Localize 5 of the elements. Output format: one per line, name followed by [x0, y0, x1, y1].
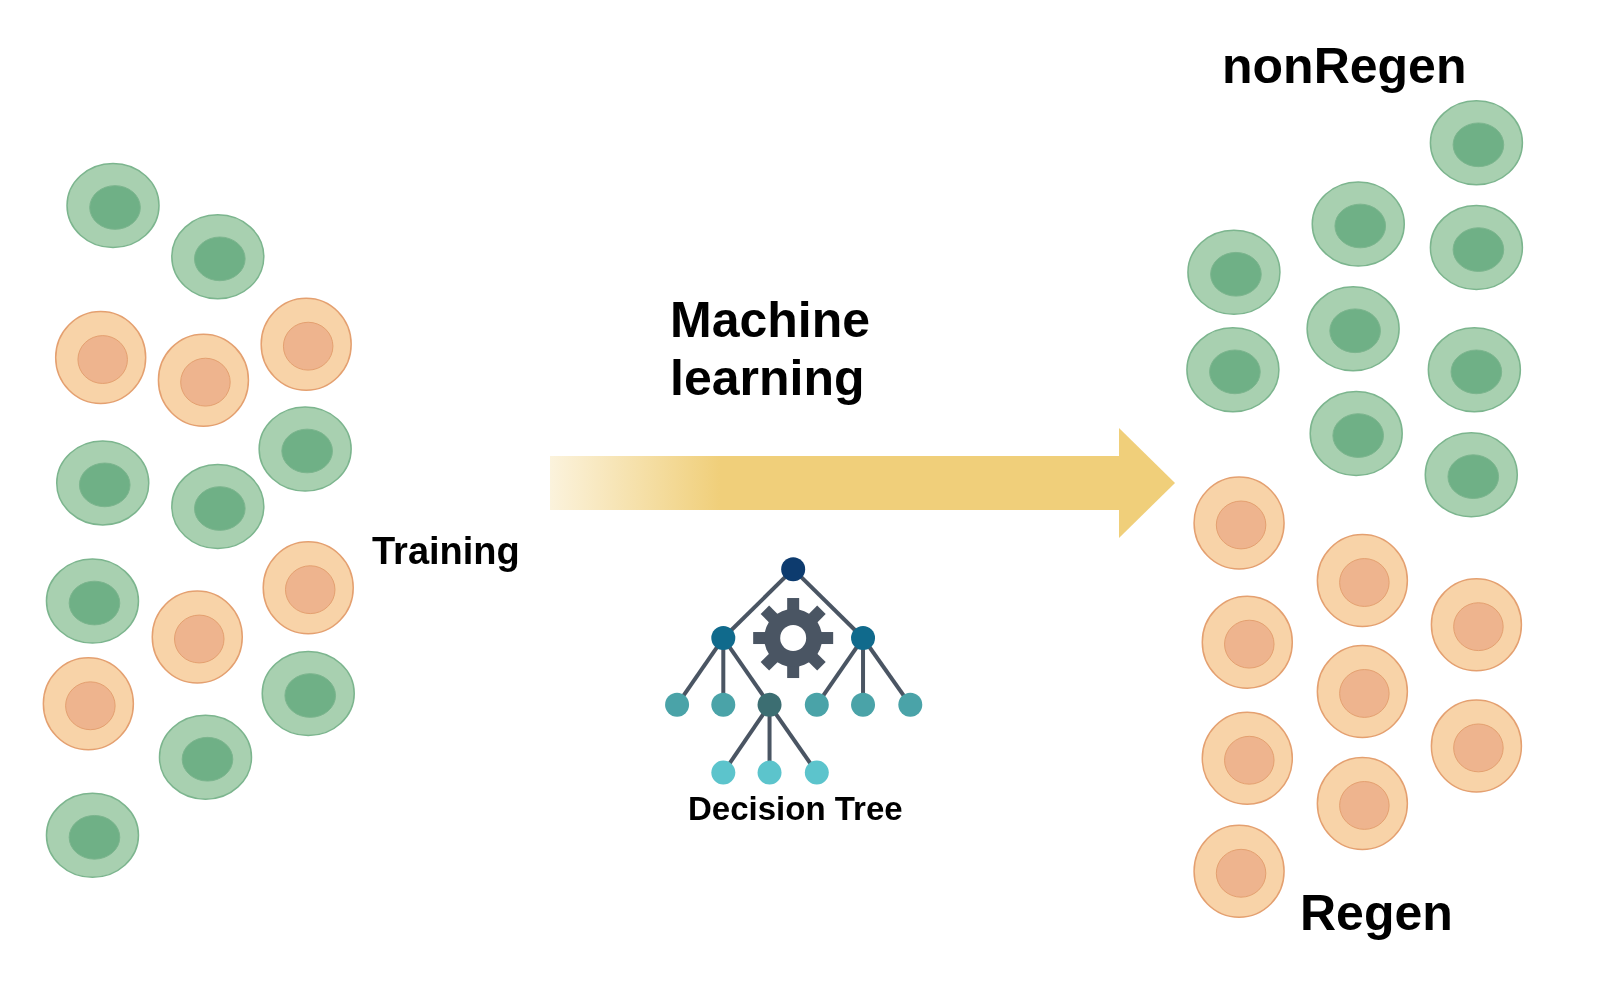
- caption-text: Training: [372, 530, 520, 574]
- arrow: [550, 428, 1175, 538]
- group-heading: Decision Tree: [688, 790, 903, 828]
- group-heading: Regen: [1300, 885, 1453, 943]
- group-heading: nonRegen: [1222, 38, 1467, 96]
